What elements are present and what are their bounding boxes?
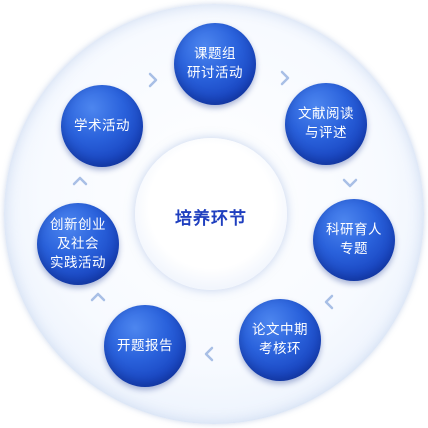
node-midterm-assessment: 论文中期 考核环 <box>239 299 321 381</box>
node-label: 创新创业 及社会 实践活动 <box>50 216 106 271</box>
node-label: 课题组 研讨活动 <box>187 46 243 81</box>
node-research-education: 科研育人 专题 <box>313 199 395 281</box>
node-research-group: 课题组 研讨活动 <box>174 23 256 105</box>
node-label: 科研育人 专题 <box>326 222 382 257</box>
node-label: 开题报告 <box>117 337 173 354</box>
node-label: 论文中期 考核环 <box>252 322 308 357</box>
node-label: 学术活动 <box>74 117 130 134</box>
node-proposal-report: 开题报告 <box>104 305 186 387</box>
center-label: 培养环节 <box>175 208 247 229</box>
node-literature-review: 文献阅读 与评述 <box>285 83 367 165</box>
center-circle: 培养环节 <box>135 138 287 290</box>
node-label: 文献阅读 与评述 <box>298 106 354 141</box>
node-innovation-practice: 创新创业 及社会 实践活动 <box>37 203 119 285</box>
node-academic-activities: 学术活动 <box>61 85 143 167</box>
